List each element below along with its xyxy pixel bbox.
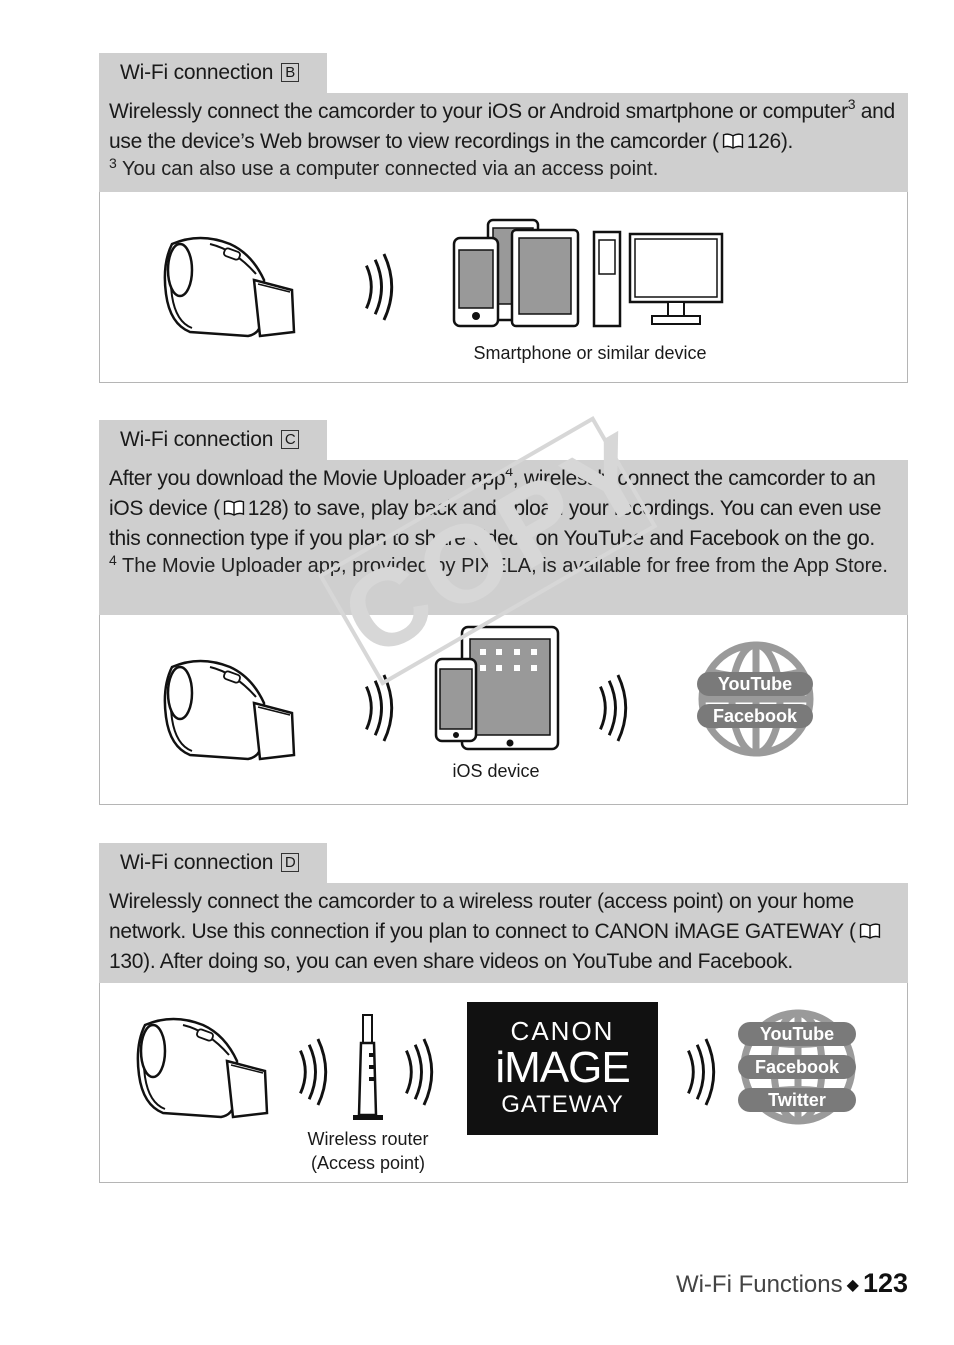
desc-text-b: , wirelessly connect the camcorder to an… bbox=[109, 467, 876, 520]
camcorder-icon bbox=[163, 659, 296, 761]
wireless-waves-icon bbox=[298, 1037, 328, 1107]
tab-letter: B bbox=[281, 63, 300, 82]
page-ref: 130 bbox=[109, 950, 144, 973]
tab-label: Wi-Fi connection bbox=[120, 61, 274, 84]
illustration-panel: Wireless router (Access point) CANON iMA… bbox=[99, 983, 908, 1183]
section-tab: Wi-Fi connection B bbox=[99, 53, 327, 93]
facebook-pill: Facebook bbox=[738, 1055, 856, 1079]
ios-device-icon bbox=[434, 625, 560, 751]
desc-text-a: Wirelessly connect the camcorder to a wi… bbox=[109, 890, 856, 943]
page-number: 123 bbox=[862, 1268, 908, 1298]
section-tab: Wi-Fi connection D bbox=[99, 843, 327, 883]
twitter-pill: Twitter bbox=[738, 1088, 856, 1112]
section-description: Wirelessly connect the camcorder to your… bbox=[99, 93, 908, 192]
page-ref: 126 bbox=[746, 130, 781, 153]
youtube-pill: YouTube bbox=[738, 1022, 856, 1046]
youtube-pill: YouTube bbox=[697, 672, 813, 696]
desc-text-c: ). bbox=[780, 130, 794, 153]
page-footer: Wi-Fi Functions◆123 bbox=[676, 1268, 908, 1299]
footnote-ref: 4 bbox=[505, 463, 513, 479]
router-caption: Wireless router (Access point) bbox=[307, 1129, 429, 1173]
wireless-waves-icon bbox=[364, 252, 394, 322]
book-icon bbox=[859, 923, 880, 939]
book-icon bbox=[223, 500, 244, 516]
footnote: 4 The Movie Uploader app, provided by PI… bbox=[109, 552, 888, 577]
page-ref: 128 bbox=[247, 497, 282, 520]
illustration-panel: Smartphone or similar device bbox=[99, 192, 908, 383]
router-icon bbox=[353, 1014, 383, 1120]
image-gateway-logo: CANON iMAGE GATEWAY bbox=[467, 1002, 658, 1135]
diamond-icon: ◆ bbox=[846, 1277, 859, 1294]
desc-text-c: ). After doing so, you can even share vi… bbox=[143, 950, 793, 973]
camcorder-icon bbox=[136, 1017, 269, 1119]
globe-icon bbox=[696, 641, 816, 759]
devices-icon bbox=[452, 218, 724, 328]
tab-letter: D bbox=[281, 853, 300, 872]
tab-label: Wi-Fi connection bbox=[120, 428, 274, 451]
desc-text-c: ) to save, play back and upload your rec… bbox=[109, 497, 882, 550]
wireless-waves-icon bbox=[598, 673, 628, 743]
book-icon bbox=[722, 133, 743, 149]
device-caption: iOS device bbox=[452, 761, 540, 781]
device-caption: Smartphone or similar device bbox=[473, 343, 707, 363]
desc-text-b: and use the device’s Web browser to view… bbox=[109, 100, 895, 153]
footnote: 3 You can also use a computer connected … bbox=[109, 155, 659, 180]
section-tab: Wi-Fi connection C bbox=[99, 420, 327, 460]
desc-text-a: Wirelessly connect the camcorder to your… bbox=[109, 100, 848, 123]
tab-label: Wi-Fi connection bbox=[120, 851, 274, 874]
wireless-waves-icon bbox=[364, 673, 394, 743]
footer-title: Wi-Fi Functions bbox=[675, 1271, 843, 1298]
footnote-ref: 3 bbox=[847, 96, 856, 112]
section-description: Wirelessly connect the camcorder to a wi… bbox=[99, 883, 908, 983]
wireless-waves-icon bbox=[686, 1037, 716, 1107]
camcorder-icon bbox=[163, 236, 296, 338]
facebook-pill: Facebook bbox=[697, 704, 813, 728]
section-description: After you download the Movie Uploader ap… bbox=[99, 460, 908, 615]
tab-letter: C bbox=[281, 430, 300, 449]
desc-text-a: After you download the Movie Uploader ap… bbox=[109, 467, 506, 490]
wireless-waves-icon bbox=[404, 1037, 434, 1107]
illustration-panel: YouTube Facebook iOS device bbox=[99, 615, 908, 805]
